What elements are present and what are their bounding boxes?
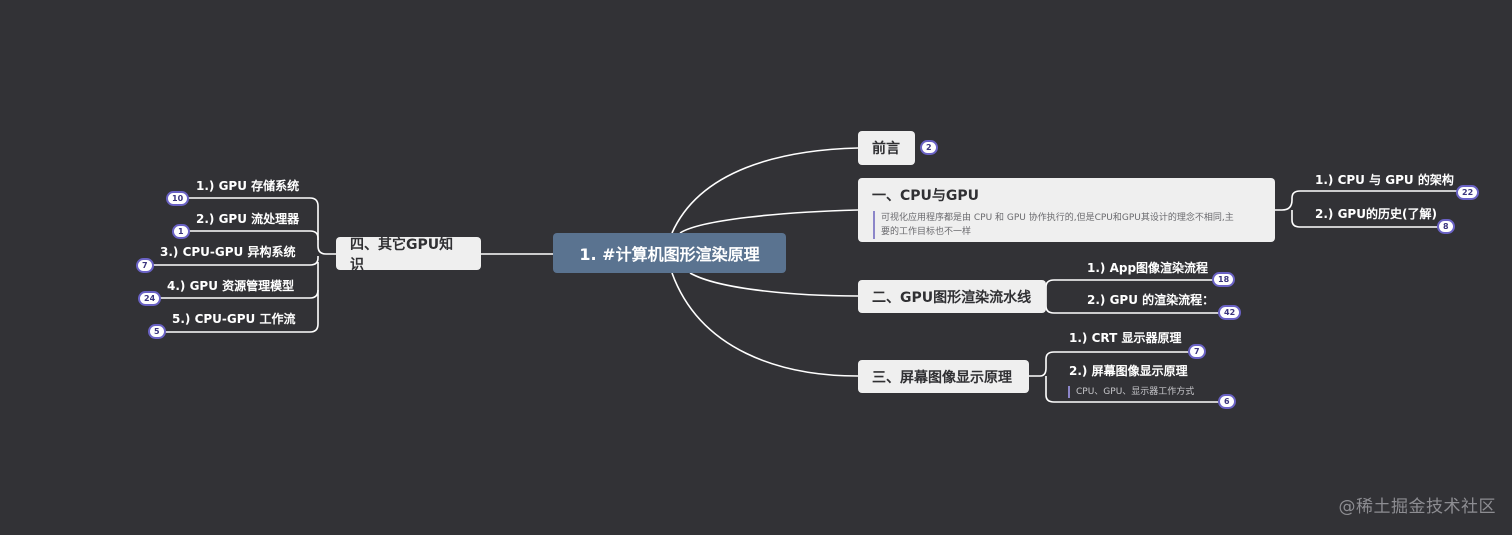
- topic-preface-label: 前言: [872, 141, 900, 157]
- topic-display[interactable]: 三、屏幕图像显示原理: [858, 360, 1029, 393]
- topic-cpu-gpu-note: 可视化应用程序都是由 CPU 和 GPU 协作执行的,但是CPU和GPU其设计的…: [873, 211, 1263, 239]
- subtopic-workflow[interactable]: 5.) CPU-GPU 工作流: [172, 312, 296, 326]
- subtopic-gpu-stream[interactable]: 2.) GPU 流处理器: [196, 212, 300, 226]
- link-heterogeneous: [144, 256, 319, 266]
- app-render-count-badge[interactable]: 18: [1212, 272, 1236, 287]
- resource-model-count-badge[interactable]: 24: [138, 291, 162, 306]
- subtopic-app-render[interactable]: 1.) App图像渲染流程: [1087, 261, 1209, 275]
- subtopic-gpu-render[interactable]: 2.) GPU 的渲染流程：: [1087, 293, 1215, 307]
- subtopic-gpu-storage[interactable]: 1.) GPU 存储系统: [196, 179, 300, 193]
- link-storage: [176, 197, 336, 255]
- link-pipeline: [689, 272, 859, 297]
- screen-display-note: CPU、GPU、显示器工作方式: [1068, 386, 1194, 398]
- topic-display-label: 三、屏幕图像显示原理: [872, 369, 1012, 386]
- note-line-1: 可视化应用程序都是由 CPU 和 GPU 协作执行的,但是CPU和GPU其设计的…: [881, 213, 1234, 223]
- screen-display-count-badge[interactable]: 6: [1218, 394, 1236, 409]
- topic-preface[interactable]: 前言: [858, 131, 915, 165]
- subtopic-cpu-gpu-arch[interactable]: 1.) CPU 与 GPU 的架构: [1315, 173, 1454, 187]
- central-topic[interactable]: 1. #计算机图形渲染原理: [553, 233, 786, 273]
- workflow-count-badge[interactable]: 5: [148, 324, 166, 339]
- note-line-2: 要的工作目标也不一样: [881, 227, 972, 237]
- gpu-stream-count-badge[interactable]: 1: [172, 224, 190, 239]
- topic-cpu-gpu[interactable]: 一、CPU与GPU 可视化应用程序都是由 CPU 和 GPU 协作执行的,但是C…: [858, 178, 1275, 242]
- heterogeneous-count-badge[interactable]: 7: [136, 258, 154, 273]
- preface-count-badge[interactable]: 2: [920, 140, 938, 155]
- gpu-render-count-badge[interactable]: 42: [1218, 305, 1242, 320]
- topic-pipeline-label: 二、GPU图形渲染流水线: [872, 289, 1032, 306]
- subtopic-heterogeneous[interactable]: 3.) CPU-GPU 异构系统: [160, 245, 296, 259]
- link-app-render: [1045, 279, 1214, 296]
- topic-cpu-gpu-label: 一、CPU与GPU: [872, 188, 980, 204]
- watermark: @稀土掘金技术社区: [1338, 497, 1496, 517]
- link-workflow: [156, 290, 319, 333]
- cpu-gpu-arch-count-badge[interactable]: 22: [1456, 185, 1480, 200]
- link-preface: [671, 147, 859, 234]
- subtopic-screen-display[interactable]: 2.) 屏幕图像显示原理: [1069, 364, 1188, 378]
- topic-pipeline[interactable]: 二、GPU图形渲染流水线: [858, 280, 1046, 313]
- link-crt: [1029, 351, 1190, 377]
- gpu-storage-count-badge[interactable]: 10: [166, 191, 190, 206]
- link-cpu-gpu: [679, 209, 859, 234]
- link-cpu-arch: [1275, 190, 1462, 211]
- link-screen-display: [1045, 376, 1220, 403]
- subtopic-crt[interactable]: 1.) CRT 显示器原理: [1069, 331, 1182, 345]
- gpu-history-count-badge[interactable]: 8: [1437, 219, 1455, 234]
- topic-other-label: 四、其它GPU知识: [350, 236, 454, 273]
- link-gpu-render: [1045, 296, 1220, 314]
- link-gpu-history: [1291, 210, 1440, 228]
- subtopic-gpu-history[interactable]: 2.) GPU的历史(了解): [1315, 207, 1437, 221]
- topic-other[interactable]: 四、其它GPU知识: [336, 237, 481, 273]
- subtopic-resource-model[interactable]: 4.) GPU 资源管理模型: [167, 279, 295, 293]
- crt-count-badge[interactable]: 7: [1188, 344, 1206, 359]
- link-stream: [180, 230, 319, 240]
- link-display: [671, 272, 859, 377]
